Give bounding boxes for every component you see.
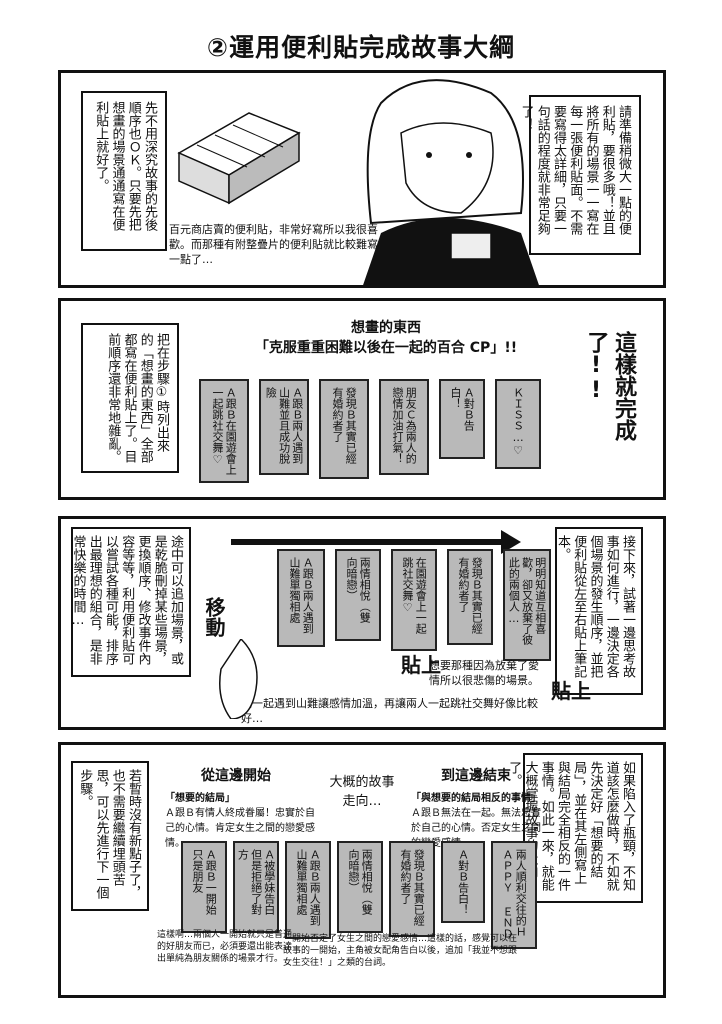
bubble-left: 這樣啊…兩個人一開始就只是普通的好朋友而已，必須要還出能表達出單純為朋友關係的場… — [157, 930, 293, 965]
panel3-caption-1: 想要那種因為放棄了愛情所以很悲傷的場景。 — [429, 659, 539, 687]
bubble-right: 一開始否定了女生之間的戀愛感情…這樣的話，感覺可以在故事的一開始，主角被女配角告… — [283, 934, 518, 969]
panel4-right-box: 如果陷入了瓶頸，不知道該怎麼做時，不如就先決定好「想要的結局」，並在其左側寫上與… — [506, 753, 643, 903]
girl-illustration — [363, 79, 539, 285]
page-title: ②運用便利貼完成故事大綱 — [206, 33, 516, 62]
note-happy-end: 兩人順利交往的ＨＡＰＰＹ ＥＮＤ — [491, 841, 537, 949]
hand-illustration — [219, 639, 258, 719]
panel1-right-box: 請準備稍微大一點的便利貼，要很多哦！並且將所有的場景一一寫在每一張便利貼面。不需… — [519, 95, 641, 255]
note-mutual: 兩情相悅（雙向暗戀） — [337, 841, 383, 933]
note-give-up: 明明知道互相喜歡，卻又放棄了彼此的兩個人… — [503, 549, 551, 661]
note-mutual: 兩情相悅（雙向暗戀） — [335, 549, 381, 641]
from-label: 從這邊開始 — [201, 768, 271, 784]
flow-arrow — [231, 530, 521, 554]
sfx-paste-2: 貼上 — [551, 679, 591, 703]
note-confess: Ａ對Ｂ告白！ — [441, 841, 485, 923]
note-dance: Ａ跟Ｂ在園遊會上一起跳社交舞♡ — [199, 379, 249, 483]
note-fiance: 發現Ｂ其實已經有婚約者了 — [389, 841, 435, 937]
panel4-notes: 兩人順利交往的ＨＡＰＰＹ ＥＮＤ Ａ對Ｂ告白！ 發現Ｂ其實已經有婚約者了 兩情相… — [157, 841, 537, 951]
done-exclaim: 這樣就完成了!! — [583, 325, 643, 475]
note-fiance: 發現Ｂ其實已經有婚約者了 — [319, 379, 369, 479]
note-mountain: Ａ跟Ｂ兩人遇到山難單獨相處 — [285, 841, 331, 939]
panel3-right-box: 接下來，試著一邊思考故事如何進行，一邊決定各個場景的發生順序，並把便利貼從左至右… — [555, 527, 643, 695]
idea-text: 「克服重重困難以後在一起的百合 CP」!! — [254, 340, 518, 356]
to-label: 到這邊結束 — [441, 768, 511, 784]
panel3-notes: 明明知道互相喜歡，卻又放棄了彼此的兩個人… 發現Ｂ其實已經有婚約者了 在園遊會上… — [221, 549, 551, 667]
mid-label: 大概的故事走向… — [329, 775, 395, 809]
note-just-friends: Ａ跟Ｂ一開始只是朋友 — [181, 841, 227, 933]
panel4-left-box: 若暫時沒有新點子了，也不需要繼續埋頭苦思，可以先進行下一個步驟。 — [71, 761, 149, 911]
panel-2: 想畫的東西 「克服重重困難以後在一起的百合 CP」!! 這樣就完成了!! 把在步… — [58, 298, 666, 500]
ending-box-body: Ａ跟Ｂ有情人終成眷屬！忠實於自己的心情。肯定女生之間的戀愛感情。 — [165, 808, 315, 849]
panel2-notes: ＫＩＳＳ…♡ Ａ對Ｂ告白！ 朋友Ｃ為兩人的戀情加油打氣！ 發現Ｂ其實已經有婚約者… — [191, 379, 541, 491]
ending-box: 「想要的結局」 Ａ跟Ｂ有情人終成眷屬！忠實於自己的心情。肯定女生之間的戀愛感情。 — [165, 789, 315, 849]
note-junior-confess: Ａ被學妹告白但是拒絕了對方 — [233, 841, 279, 933]
note-fiance: 發現Ｂ其實已經有婚約者了 — [447, 549, 493, 645]
idea-header: 想畫的東西 — [351, 320, 421, 336]
sfx-move: 移動 — [202, 597, 226, 637]
idea-bubble: 想畫的東西 「克服重重困難以後在一起的百合 CP」!! — [231, 317, 541, 357]
panel-1: 請準備稍微大一點的便利貼，要很多哦！並且將所有的場景一一寫在每一張便利貼面。不需… — [58, 70, 666, 288]
sfx-paste-1: 貼上 — [401, 653, 441, 677]
panel-3: 接下來，試著一邊思考故事如何進行，一邊決定各個場景的發生順序，並把便利貼從左至右… — [58, 516, 666, 730]
opposite-box-title: 「與想要的結局相反的事情」 — [411, 793, 541, 804]
sticky-stack-illustration — [177, 112, 301, 205]
panel-4: 如果陷入了瓶頸，不知道該怎麼做時，不如就先決定好「想要的結局」，並在其左側寫上與… — [58, 742, 666, 998]
panel3-left-box: 途中可以追加場景，或是乾脆刪掉某些場景，更換順序、修改事件內容等等，利用便利貼可… — [71, 527, 191, 677]
panel1-left-box: 先不用深究故事的先後順序也ＯＫ。只要先把想畫的場景通通寫在便利貼上就好了。 — [81, 91, 167, 251]
note-confess: Ａ對Ｂ告白！ — [439, 379, 485, 459]
panel2-left-box: 把在步驟①時列出來的「想畫的東西」全部都寫在便利貼上了。目前順序還非常地雜亂。 — [81, 323, 179, 473]
note-friend-c: 朋友Ｃ為兩人的戀情加油打氣！ — [379, 379, 429, 475]
ending-box-title: 「想要的結局」 — [165, 793, 235, 804]
note-mountain: Ａ跟Ｂ兩人遇到山難並且成功脫險 — [259, 379, 309, 475]
note-dance: 在園遊會上一起跳社交舞♡ — [391, 549, 437, 651]
opposite-box: 「與想要的結局相反的事情」 Ａ跟Ｂ無法在一起。無法忠實於自己的心情。否定女生之間… — [411, 789, 541, 849]
note-kiss: ＫＩＳＳ…♡ — [495, 379, 541, 469]
note-mountain: Ａ跟Ｂ兩人遇到山難單獨相處 — [277, 549, 325, 647]
panel1-caption: 百元商店賣的便利貼，非常好寫所以我很喜歡。而那種有附整疊片的便利貼就比較難寫一點… — [169, 223, 378, 266]
panel3-caption-2: 先一起遇到山難讓感情加溫，再讓兩人一起跳社交舞好像比較好… — [241, 697, 538, 725]
